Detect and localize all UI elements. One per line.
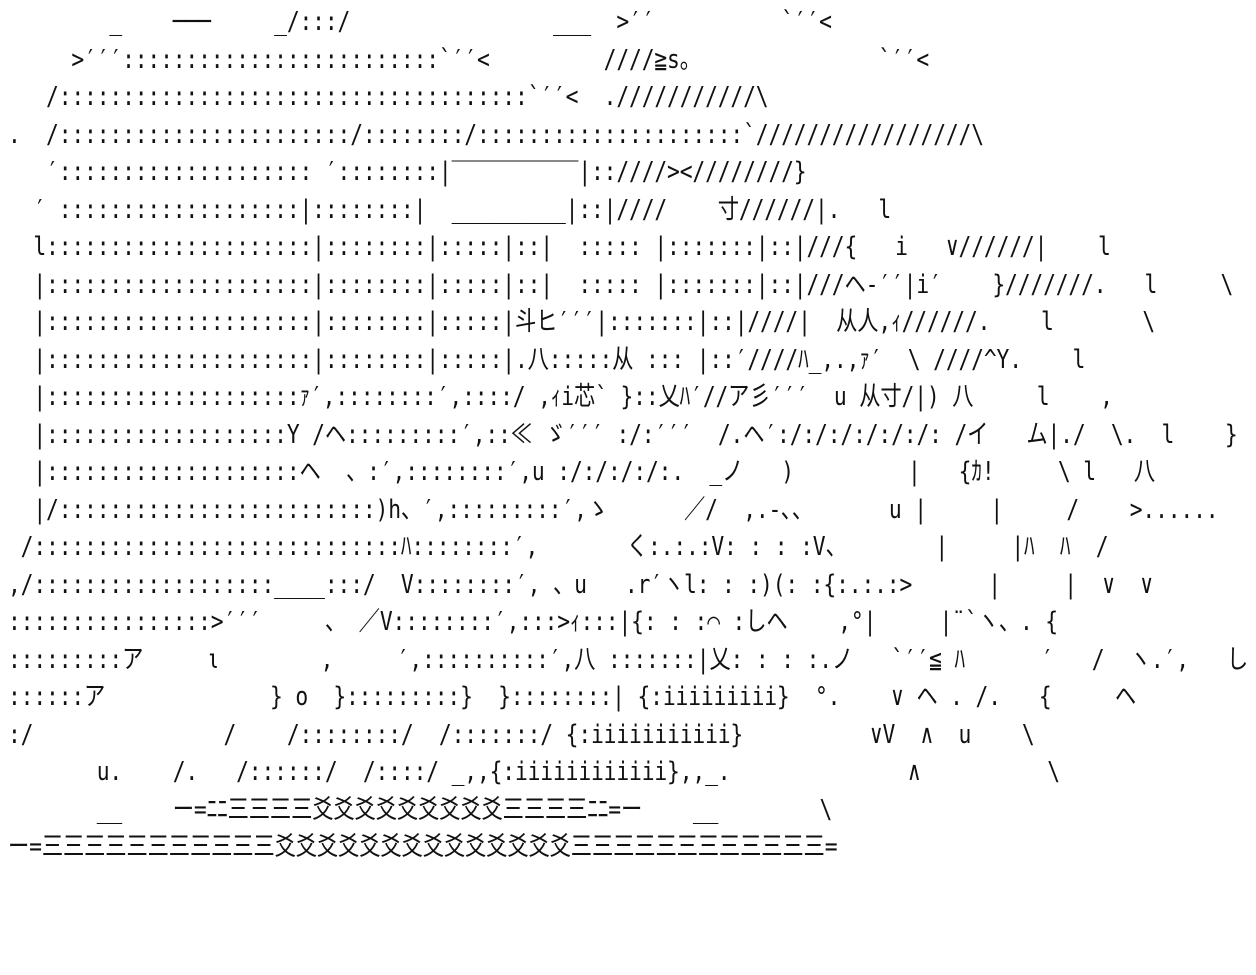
ascii-art-line: ′:::::::::::::::::::: ′::::::::|‾‾‾‾‾‾‾‾… [8,157,807,187]
ascii-art-line: _ ─── _/:::/ ___ >′′ `′′< [8,7,832,37]
ascii-art-line: u. /. /::::::/ /::::/ _,,{:iiiiiiiiiiii}… [8,757,1060,787]
ascii-art-line: :/ / /::::::::/ /:::::::/ {:iiiiiiiiiii}… [8,719,1035,750]
ascii-art-line: >′′′:::::::::::::::::::::::::`′′< ////≧s… [8,44,930,75]
ascii-art-canvas: _ ─── _/:::/ ___ >′′ `′′< >′′′::::::::::… [8,4,1248,964]
ascii-art-line: |:::::::::::::::::::::|::::::::|:::::|斗ヒ… [8,307,1156,337]
ascii-art-line: |::::::::::::::::::::ｧ′,::::::::′,::::/ … [8,382,1113,412]
ascii-art-line: __ ー=ﾆﾆ三三三三爻爻爻爻爻爻爻爻爻三三三三ﾆﾆ=ー __ \ [8,794,833,825]
ascii-art-line: :::::::::ア ι , ′,::::::::::′,八 :::::::|乂… [8,644,1248,675]
ascii-art-line: ′ :::::::::::::::::::|::::::::| ________… [8,194,891,225]
ascii-art-text: _ ─── _/:::/ ___ >′′ `′′< >′′′::::::::::… [8,4,1248,867]
ascii-art-line: |/:::::::::::::::::::::::::)h、′,::::::::… [8,494,1219,525]
ascii-art-line: |:::::::::::::::::::Y /ヘ:::::::::′,::≪ ゞ… [8,419,1238,450]
ascii-art-line: l:::::::::::::::::::::|::::::::|:::::|::… [8,232,1111,262]
ascii-art-line: ,/:::::::::::::::::::____:::/ V::::::::′… [8,569,1153,600]
ascii-art-line: |::::::::::::::::::::ヘ 、:′,::::::::′,u :… [8,457,1156,487]
ascii-art-line: ::::::ア } o }:::::::::} }::::::::| {:iii… [8,682,1137,712]
ascii-art-line: |:::::::::::::::::::::|::::::::|:::::|::… [8,269,1234,300]
ascii-art-line: /:::::::::::::::::::::::::::::::::::::`′… [8,82,769,112]
ascii-art-line: |:::::::::::::::::::::|::::::::|:::::|.八… [8,344,1086,375]
ascii-art-line: ::::::::::::::::>′′′ 、 ／V::::::::′,:::>ｨ… [8,607,1058,637]
ascii-art-line: /:::::::::::::::::::::::::::::ﾊ::::::::′… [8,532,1109,562]
ascii-art-line: ー=三三三三三三三三三三三爻爻爻爻爻爻爻爻爻爻爻爻爻爻三三三三三三三三三三三三= [8,832,838,862]
ascii-art-line: . /:::::::::::::::::::::::/::::::::/::::… [8,119,984,150]
